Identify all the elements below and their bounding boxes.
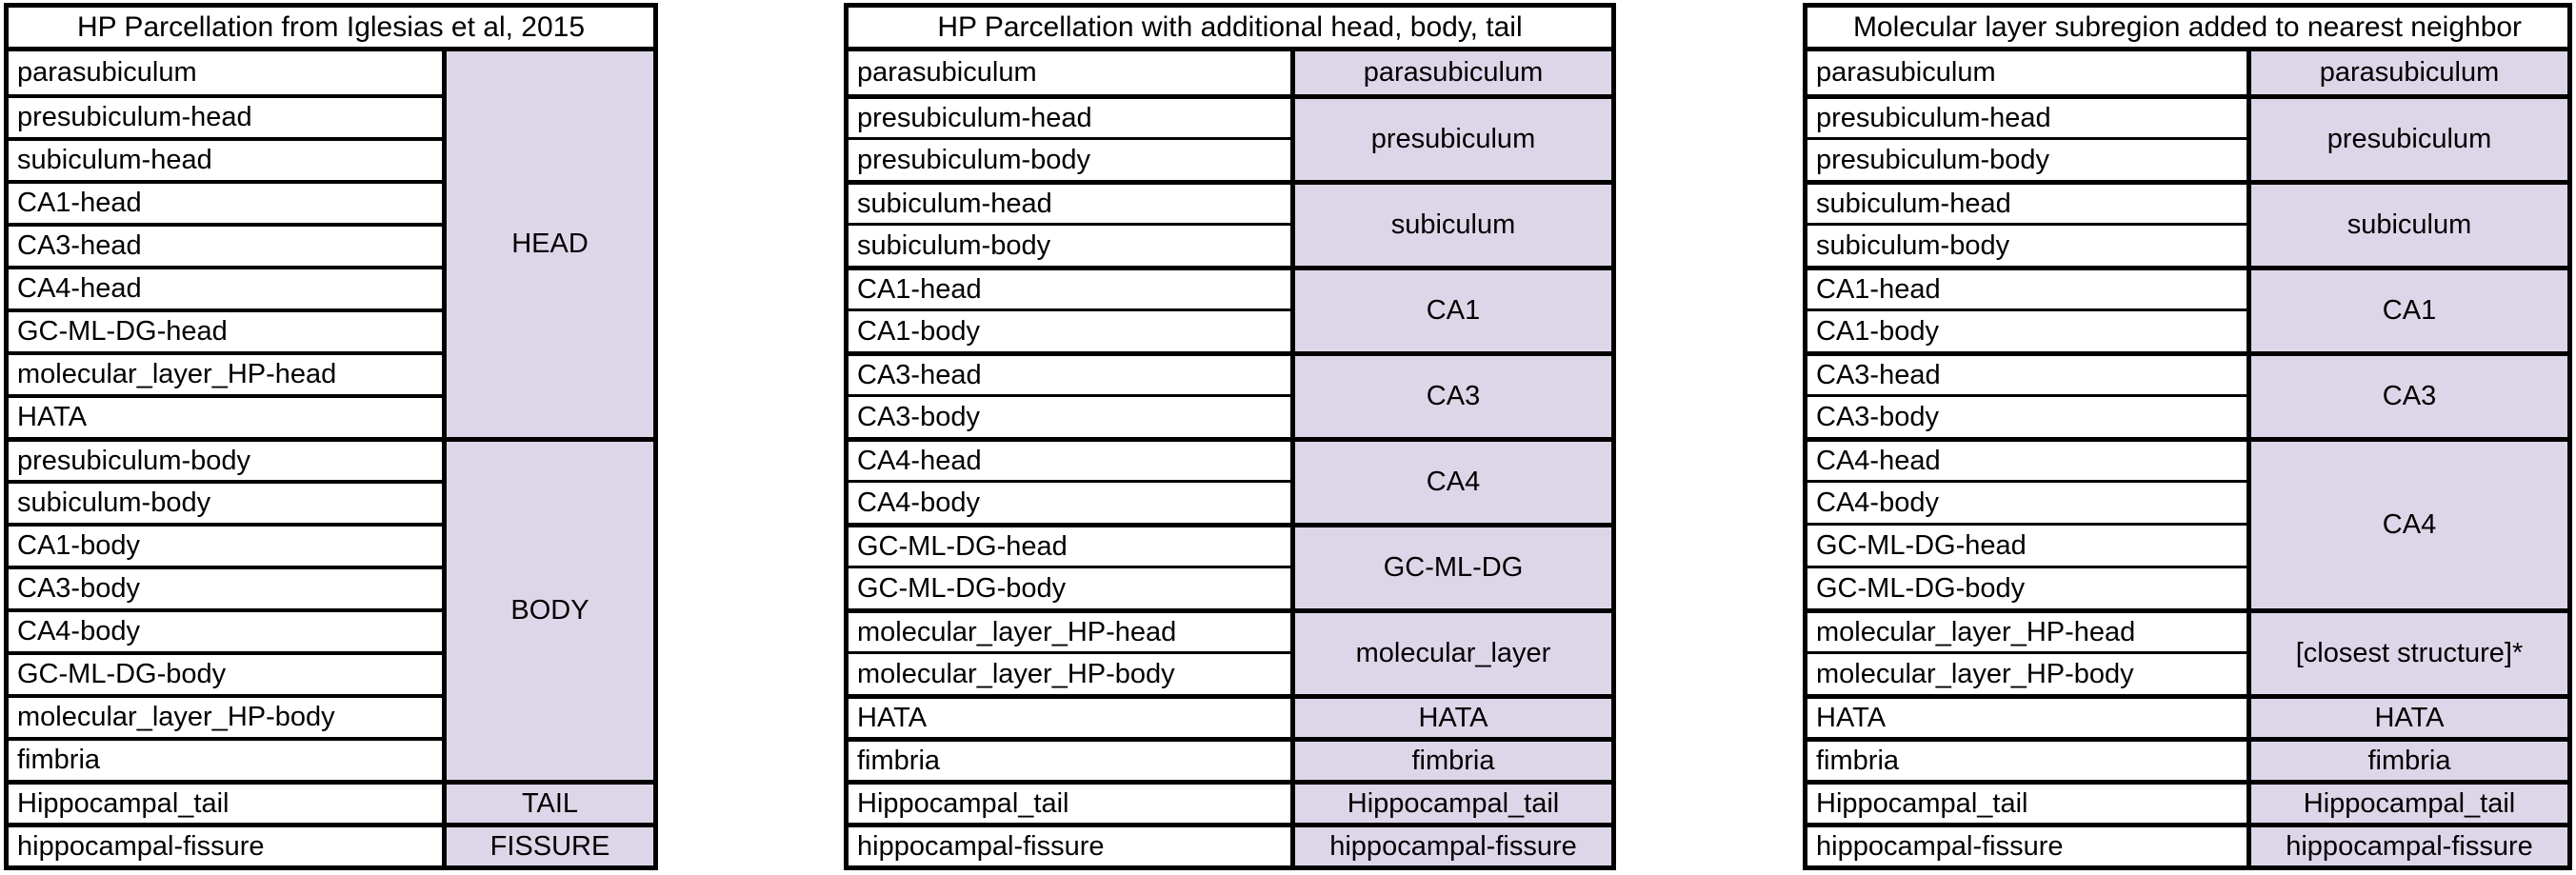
region-cell: fimbria bbox=[1807, 737, 2247, 780]
group-cell: parasubiculum bbox=[2247, 51, 2567, 94]
table-molecular-layer-nearest-neighbor: Molecular layer subregion added to neare… bbox=[1803, 3, 2572, 870]
group-cell: TAIL bbox=[442, 780, 653, 823]
region-cell: parasubiculum bbox=[1807, 51, 2247, 94]
region-cell: CA1-head bbox=[1807, 266, 2247, 308]
group-cell: CA1 bbox=[1290, 266, 1611, 351]
region-cell: HATA bbox=[849, 694, 1290, 737]
group-cell: subiculum bbox=[1290, 180, 1611, 266]
region-cell: molecular_layer_HP-body bbox=[849, 651, 1290, 694]
region-cell: hippocampal-fissure bbox=[9, 823, 442, 865]
group-cell: CA4 bbox=[2247, 437, 2567, 608]
group-cell: HATA bbox=[2247, 694, 2567, 737]
group-cell: fimbria bbox=[1290, 737, 1611, 780]
region-cell: GC-ML-DG-head bbox=[9, 308, 442, 351]
region-cell: CA1-body bbox=[1807, 308, 2247, 351]
group-cell: CA1 bbox=[2247, 266, 2567, 351]
region-cell: CA4-head bbox=[1807, 437, 2247, 480]
region-cell: GC-ML-DG-body bbox=[9, 651, 442, 694]
group-cell: Hippocampal_tail bbox=[1290, 780, 1611, 823]
region-cell: CA1-head bbox=[849, 266, 1290, 308]
region-cell: GC-ML-DG-body bbox=[1807, 566, 2247, 608]
region-cell: CA3-head bbox=[849, 351, 1290, 394]
region-cell: GC-ML-DG-head bbox=[849, 523, 1290, 566]
region-cell: hippocampal-fissure bbox=[1807, 823, 2247, 865]
table-title: HP Parcellation from Iglesias et al, 201… bbox=[9, 8, 653, 51]
region-cell: Hippocampal_tail bbox=[9, 780, 442, 823]
region-cell: CA4-head bbox=[849, 437, 1290, 480]
region-cell: molecular_layer_HP-head bbox=[9, 351, 442, 394]
region-cell: subiculum-head bbox=[849, 180, 1290, 223]
region-cell: fimbria bbox=[9, 737, 442, 780]
group-cell: CA3 bbox=[1290, 351, 1611, 437]
group-cell: [closest structure]* bbox=[2247, 608, 2567, 694]
region-cell: CA1-body bbox=[849, 308, 1290, 351]
region-cell: molecular_layer_HP-head bbox=[1807, 608, 2247, 651]
region-cell: CA1-head bbox=[9, 180, 442, 223]
group-cell: presubiculum bbox=[1290, 94, 1611, 180]
group-cell: Hippocampal_tail bbox=[2247, 780, 2567, 823]
table-head-body-tail: HP Parcellation with additional head, bo… bbox=[844, 3, 1616, 870]
region-cell: CA4-body bbox=[849, 480, 1290, 523]
region-cell: CA3-head bbox=[9, 223, 442, 266]
region-cell: GC-ML-DG-body bbox=[849, 566, 1290, 608]
region-cell: presubiculum-head bbox=[1807, 94, 2247, 137]
region-cell: molecular_layer_HP-body bbox=[9, 694, 442, 737]
region-cell: presubiculum-body bbox=[9, 437, 442, 480]
group-cell: CA3 bbox=[2247, 351, 2567, 437]
group-cell: HATA bbox=[1290, 694, 1611, 737]
region-cell: HATA bbox=[1807, 694, 2247, 737]
region-cell: CA4-body bbox=[9, 608, 442, 651]
region-cell: presubiculum-head bbox=[9, 94, 442, 137]
group-cell: CA4 bbox=[1290, 437, 1611, 523]
table-title: HP Parcellation with additional head, bo… bbox=[849, 8, 1611, 51]
region-cell: Hippocampal_tail bbox=[849, 780, 1290, 823]
region-cell: molecular_layer_HP-body bbox=[1807, 651, 2247, 694]
group-cell: BODY bbox=[442, 437, 653, 780]
group-cell: FISSURE bbox=[442, 823, 653, 865]
group-cell: molecular_layer bbox=[1290, 608, 1611, 694]
group-cell: HEAD bbox=[442, 51, 653, 437]
table-title: Molecular layer subregion added to neare… bbox=[1807, 8, 2567, 51]
group-cell: fimbria bbox=[2247, 737, 2567, 780]
region-cell: CA3-body bbox=[1807, 394, 2247, 437]
region-cell: subiculum-head bbox=[1807, 180, 2247, 223]
region-cell: CA3-body bbox=[849, 394, 1290, 437]
region-cell: CA4-head bbox=[9, 266, 442, 308]
region-cell: subiculum-body bbox=[1807, 223, 2247, 266]
region-cell: CA3-head bbox=[1807, 351, 2247, 394]
region-cell: hippocampal-fissure bbox=[849, 823, 1290, 865]
group-cell: parasubiculum bbox=[1290, 51, 1611, 94]
region-cell: molecular_layer_HP-head bbox=[849, 608, 1290, 651]
region-cell: presubiculum-body bbox=[1807, 137, 2247, 180]
region-cell: presubiculum-head bbox=[849, 94, 1290, 137]
region-cell: CA3-body bbox=[9, 566, 442, 608]
group-cell: hippocampal-fissure bbox=[2247, 823, 2567, 865]
region-cell: Hippocampal_tail bbox=[1807, 780, 2247, 823]
region-cell: subiculum-body bbox=[849, 223, 1290, 266]
group-cell: GC-ML-DG bbox=[1290, 523, 1611, 608]
region-cell: HATA bbox=[9, 394, 442, 437]
group-cell: presubiculum bbox=[2247, 94, 2567, 180]
region-cell: presubiculum-body bbox=[849, 137, 1290, 180]
region-cell: subiculum-head bbox=[9, 137, 442, 180]
region-cell: parasubiculum bbox=[9, 51, 442, 94]
region-cell: fimbria bbox=[849, 737, 1290, 780]
group-cell: subiculum bbox=[2247, 180, 2567, 266]
region-cell: CA4-body bbox=[1807, 480, 2247, 523]
region-cell: CA1-body bbox=[9, 523, 442, 566]
region-cell: subiculum-body bbox=[9, 480, 442, 523]
region-cell: parasubiculum bbox=[849, 51, 1290, 94]
region-cell: GC-ML-DG-head bbox=[1807, 523, 2247, 566]
table-iglesias-2015: HP Parcellation from Iglesias et al, 201… bbox=[4, 3, 658, 870]
group-cell: hippocampal-fissure bbox=[1290, 823, 1611, 865]
